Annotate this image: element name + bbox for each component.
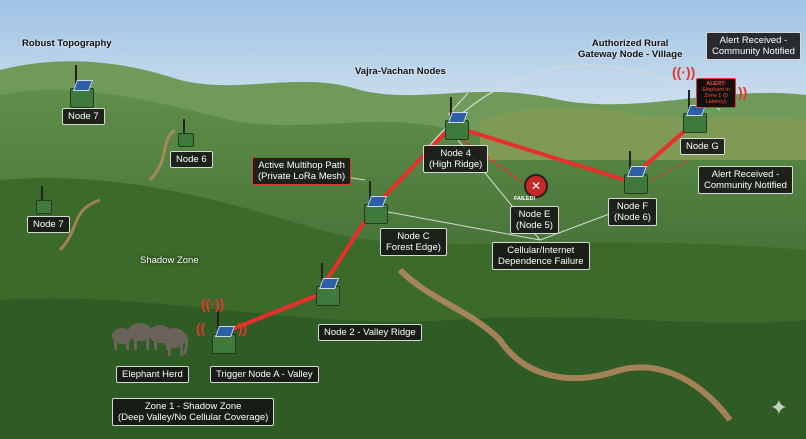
solar-node-icon — [624, 151, 648, 194]
label-node-e: Node E (Node 5) — [510, 206, 559, 234]
label-gateway-title: Authorized Rural Gateway Node - Village — [578, 38, 683, 60]
label-node-f: Node F (Node 6) — [608, 198, 657, 226]
label-alert-right: Alert Received - Community Notified — [698, 166, 793, 194]
alert-device-icon: ALERT: Elephant in Zone 1 (0 Latency) — [696, 78, 736, 108]
label-trigger-node: Trigger Node A - Valley — [210, 366, 319, 383]
label-alert-top: Alert Received - Community Notified — [706, 32, 801, 60]
label-node7-top: Node 7 — [62, 108, 105, 125]
solar-node-icon — [70, 65, 94, 108]
label-node6: Node 6 — [170, 151, 213, 168]
leader-failure-nodef — [539, 209, 621, 241]
leader-failure-nodec — [387, 211, 541, 241]
solar-node-icon — [683, 90, 707, 133]
wifi-signal-icon: )) — [238, 320, 248, 336]
link-f-to-g — [638, 126, 690, 172]
link-4-to-f — [463, 128, 627, 182]
link-4-to-e-failed — [462, 139, 523, 183]
label-elephant-herd: Elephant Herd — [116, 366, 189, 383]
solar-node-icon — [212, 311, 236, 354]
label-multihop-path: Active Multihop Path (Private LoRa Mesh) — [252, 157, 352, 185]
solar-node-icon — [445, 97, 469, 140]
failed-label: FAILED! — [514, 196, 536, 202]
sparkle-icon: ✦ — [769, 395, 788, 420]
link-c-to-4 — [383, 128, 450, 198]
solar-node-icon — [36, 186, 52, 214]
solar-node-icon — [316, 263, 340, 306]
solar-node-icon — [364, 181, 388, 224]
label-node4: Node 4 (High Ridge) — [423, 145, 489, 173]
solar-node-icon — [178, 119, 194, 147]
label-robust-topography: Robust Topography — [22, 38, 112, 49]
wifi-signal-icon: (( — [196, 320, 206, 336]
alert-device-text: Elephant in Zone 1 (0 Latency) — [702, 87, 730, 105]
label-zone1: Zone 1 - Shadow Zone (Deep Valley/No Cel… — [112, 398, 275, 426]
elephant-herd-icon — [112, 323, 188, 356]
label-node-c: Node C Forest Edge) — [380, 228, 447, 256]
label-shadow-zone: Shadow Zone — [140, 255, 199, 266]
wifi-signal-icon: ((·)) — [672, 64, 696, 80]
link-f-dashed — [646, 159, 691, 183]
link-a-to-2 — [228, 293, 320, 332]
wifi-signal-icon: ((·)) — [201, 296, 225, 312]
label-node-g: Node G — [680, 138, 725, 155]
label-vajra-vachan-nodes: Vajra-Vachan Nodes — [355, 66, 446, 77]
link-2-to-c — [326, 211, 372, 280]
failed-x-icon: ✕ — [524, 174, 548, 198]
label-cellular-failure: Cellular/Internet Dependence Failure — [492, 242, 590, 270]
alert-device-heading: ALERT: — [706, 81, 726, 87]
wifi-signal-icon: )) — [738, 84, 748, 100]
label-node2: Node 2 - Valley Ridge — [318, 324, 422, 341]
label-node7-left: Node 7 — [27, 216, 70, 233]
